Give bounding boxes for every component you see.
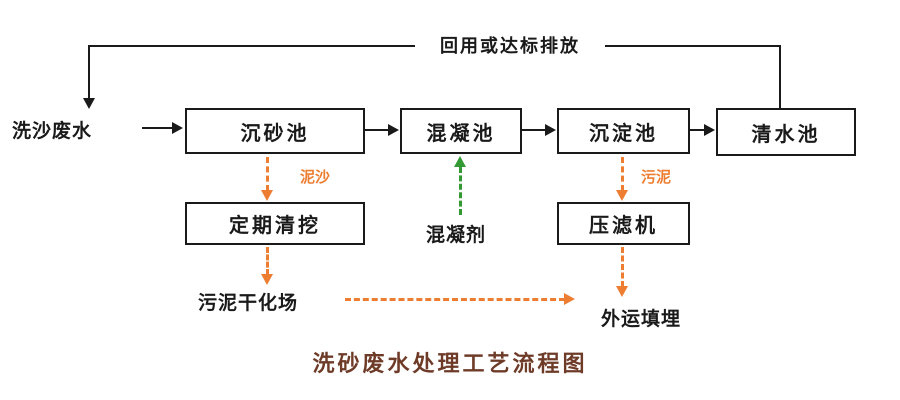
return-line-left-vertical <box>88 45 90 98</box>
box-clean-water-tank: 清水池 <box>716 108 856 156</box>
sludge-label: 污泥 <box>641 169 672 186</box>
arrow-sediment-head-icon <box>261 190 273 201</box>
sediment-label: 泥沙 <box>300 169 331 186</box>
arrow-coagulation-to-sedimentation-line <box>522 129 546 131</box>
input-arrowhead-icon <box>172 122 183 134</box>
arrow-sludge-line <box>621 157 624 191</box>
arrow-drying-head-icon <box>261 274 273 285</box>
input-label: 洗沙废水 <box>12 121 93 142</box>
return-line-right-vertical <box>779 45 781 110</box>
coagulant-label: 混凝剂 <box>426 225 487 246</box>
arrow-drying-to-landfill-head-icon <box>564 293 575 305</box>
box-filter-press: 压滤机 <box>557 202 690 245</box>
landfill-label: 外运填埋 <box>601 309 682 330</box>
box-coagulation-tank: 混凝池 <box>400 108 522 154</box>
arrow-grit-to-coagulation-head-icon <box>388 124 399 136</box>
arrow-coagulant-head-icon <box>454 156 466 167</box>
arrow-drying-line <box>266 247 269 275</box>
return-arrowhead-down-icon <box>83 98 95 109</box>
box-sedimentation-tank: 沉淀池 <box>557 108 690 154</box>
box-grit-chamber: 沉砂池 <box>185 108 365 154</box>
drying-yard-label: 污泥干化场 <box>198 293 299 314</box>
return-label: 回用或达标排放 <box>415 32 605 58</box>
box-dredge: 定期清挖 <box>185 202 365 245</box>
arrow-sedimentation-to-clean-line <box>690 129 706 131</box>
arrow-drying-to-landfill-line <box>345 298 565 301</box>
arrow-coagulant-line <box>459 167 462 215</box>
arrow-grit-to-coagulation-line <box>365 129 389 131</box>
arrow-coagulation-to-sedimentation-head-icon <box>545 124 556 136</box>
input-arrow-line <box>142 127 173 129</box>
arrow-landfill-line <box>621 247 624 287</box>
arrow-sedimentation-to-clean-head-icon <box>704 124 715 136</box>
arrow-sludge-head-icon <box>616 190 628 201</box>
arrow-landfill-head-icon <box>616 286 628 297</box>
arrow-sediment-line <box>266 157 269 191</box>
diagram-title: 洗砂废水处理工艺流程图 <box>312 351 588 376</box>
